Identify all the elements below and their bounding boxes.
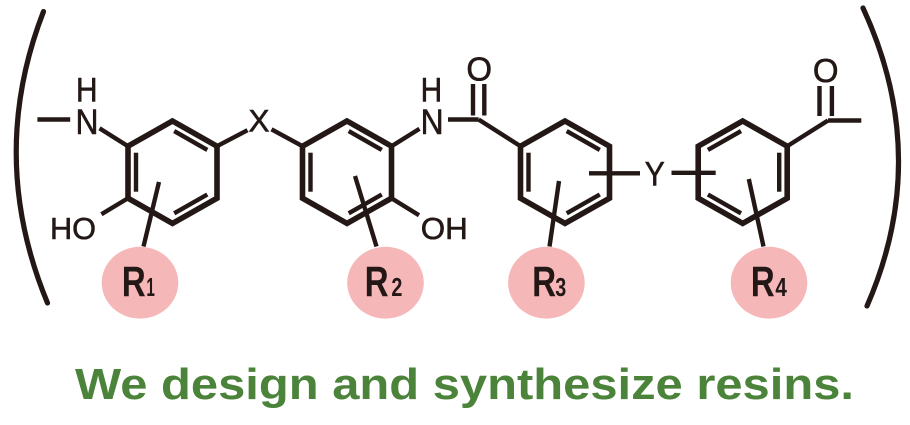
svg-text:HO: HO	[50, 211, 96, 246]
svg-text:H: H	[76, 72, 98, 110]
svg-text:R: R	[365, 258, 389, 306]
svg-text:4: 4	[775, 272, 787, 302]
svg-text:R: R	[532, 258, 556, 306]
svg-text:3: 3	[555, 272, 566, 302]
svg-text:2: 2	[391, 272, 402, 302]
svg-text:1: 1	[146, 272, 155, 302]
svg-text:Y: Y	[645, 156, 665, 194]
svg-text:We design and synthesize resin: We design and synthesize resins.	[75, 360, 854, 409]
svg-text:OH: OH	[421, 211, 468, 246]
svg-text:R: R	[751, 258, 775, 306]
svg-text:R: R	[122, 258, 146, 306]
svg-text:X: X	[248, 103, 269, 139]
svg-text:N: N	[421, 103, 444, 142]
svg-text:N: N	[76, 103, 99, 142]
svg-text:H: H	[421, 72, 443, 110]
svg-text:O: O	[466, 51, 492, 88]
svg-text:O: O	[813, 52, 839, 89]
